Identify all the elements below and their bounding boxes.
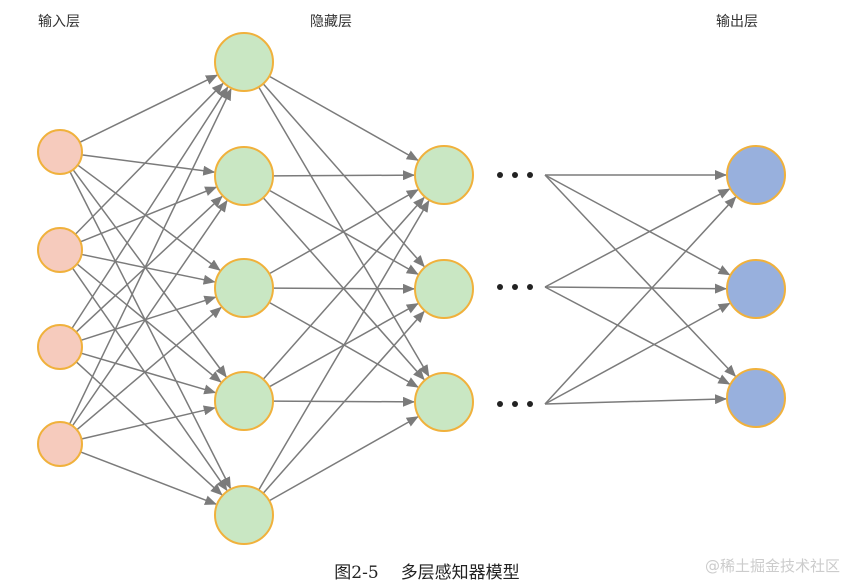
hidden2-node-3 — [414, 372, 474, 432]
edge-input-2-to-hidden1-5 — [71, 267, 228, 492]
edge-hidden1-2-to-hidden2-1 — [272, 170, 416, 181]
input-node-2 — [37, 227, 83, 273]
figure-title: 多层感知器模型 — [400, 563, 520, 583]
edge-hidden1-1-to-hidden2-1 — [268, 75, 419, 161]
ellipsis-group — [497, 172, 533, 407]
edge-input-4-to-hidden1-5 — [80, 451, 217, 505]
output-layer-label: 输出层 — [716, 14, 758, 30]
edge-input-3-to-hidden1-3 — [80, 295, 217, 341]
edge-input-3-to-hidden1-2 — [75, 195, 223, 333]
edge-input-3-to-hidden1-1 — [71, 86, 229, 329]
edge-input-3-to-hidden1-4 — [80, 352, 217, 395]
ellipsis-dot — [527, 401, 533, 407]
hidden1-node-4 — [214, 371, 274, 431]
edge-input-1-to-hidden1-1 — [79, 74, 218, 144]
edge-ellipsis-1-to-output-3 — [544, 174, 737, 377]
ellipsis-icon — [497, 172, 533, 178]
edge-ellipsis-3-to-output-2 — [544, 302, 731, 405]
edge-hidden1-5-to-hidden2-2 — [262, 310, 425, 494]
edge-ellipsis-2-to-output-1 — [544, 188, 731, 288]
edge-ellipsis-2-to-output-2 — [544, 283, 728, 294]
edge-input-2-to-hidden1-1 — [74, 82, 224, 235]
figure-number: 图2-5 — [334, 563, 379, 583]
ellipsis-icon — [497, 401, 533, 407]
hidden1-node-3 — [214, 258, 274, 318]
hidden2-node-2 — [414, 259, 474, 319]
edge-input-4-to-hidden1-1 — [68, 88, 232, 425]
edge-hidden1-3-to-hidden2-1 — [268, 189, 419, 275]
ellipsis-dot — [527, 284, 533, 290]
hidden1-node-2 — [214, 146, 274, 206]
edge-input-2-to-hidden1-3 — [81, 253, 216, 285]
output-node-3 — [726, 368, 786, 428]
edge-ellipsis-1-to-output-2 — [544, 174, 731, 276]
edge-input-4-to-hidden1-3 — [76, 306, 222, 431]
ellipsis-dot — [512, 284, 518, 290]
input-node-3 — [37, 324, 83, 370]
input-node-4 — [37, 421, 83, 467]
edge-ellipsis-3-to-output-3 — [544, 394, 728, 405]
hidden2-node-1 — [414, 145, 474, 205]
edge-input-1-to-hidden1-3 — [77, 164, 221, 271]
edge-hidden1-5-to-hidden2-1 — [258, 199, 430, 491]
hidden1-node-1 — [214, 32, 274, 92]
hidden-layer-label: 隐藏层 — [310, 14, 352, 30]
input-node-1 — [37, 129, 83, 175]
figure-caption: 图2-5 多层感知器模型 — [0, 558, 854, 583]
edge-input-4-to-hidden1-4 — [81, 405, 216, 440]
ellipsis-dot — [497, 284, 503, 290]
input-layer-label: 输入层 — [38, 14, 80, 30]
watermark: @稀土掘金技术社区 — [704, 557, 840, 575]
ellipsis-dot — [497, 172, 503, 178]
edge-input-4-to-hidden1-2 — [71, 199, 228, 427]
ellipsis-dot — [527, 172, 533, 178]
neurons — [37, 32, 786, 545]
ellipsis-dot — [497, 401, 503, 407]
ellipsis-dot — [512, 401, 518, 407]
connections — [68, 74, 737, 505]
ellipsis-icon — [497, 284, 533, 290]
output-node-2 — [726, 259, 786, 319]
output-node-1 — [726, 145, 786, 205]
hidden1-node-5 — [214, 485, 274, 545]
edge-hidden1-4-to-hidden2-1 — [262, 196, 425, 380]
edge-ellipsis-2-to-output-3 — [544, 286, 731, 385]
edge-input-1-to-hidden1-4 — [72, 169, 227, 378]
ellipsis-dot — [512, 172, 518, 178]
edge-input-2-to-hidden1-2 — [80, 186, 218, 243]
edge-hidden1-5-to-hidden2-3 — [268, 416, 419, 502]
edge-ellipsis-3-to-output-1 — [544, 196, 737, 405]
edge-input-1-to-hidden1-5 — [69, 171, 232, 490]
